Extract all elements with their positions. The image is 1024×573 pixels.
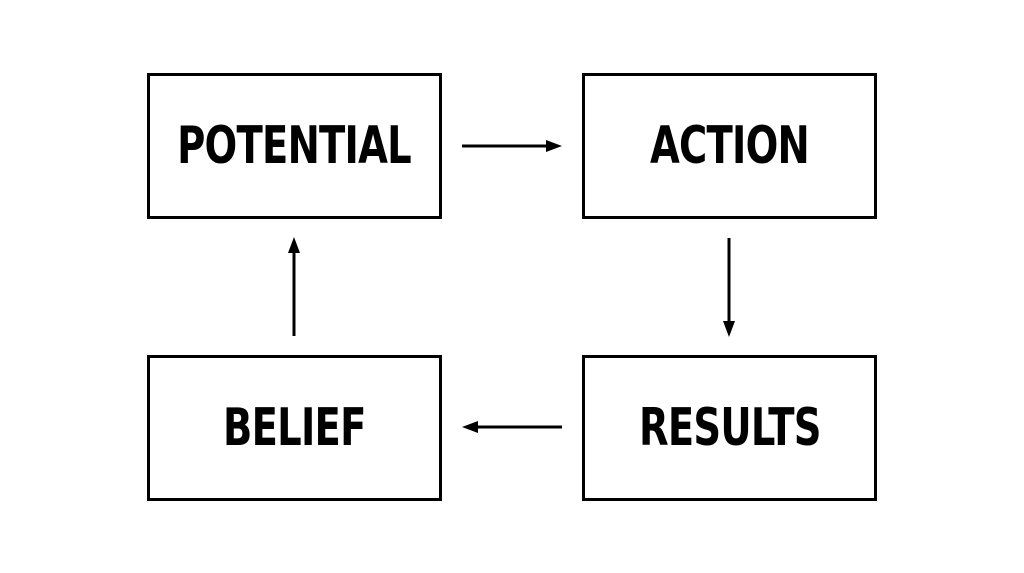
results-box: RESULTS	[582, 355, 877, 501]
belief-box: BELIEF	[147, 355, 442, 501]
belief-label: BELIEF	[223, 398, 366, 458]
arrow-action-to-results	[723, 238, 735, 337]
potential-label: POTENTIAL	[177, 116, 413, 176]
results-label: RESULTS	[638, 398, 822, 458]
potential-box: POTENTIAL	[147, 73, 442, 219]
arrow-results-to-belief	[462, 421, 562, 433]
arrow-potential-to-action	[462, 140, 562, 152]
arrow-belief-to-potential	[288, 237, 300, 336]
action-label: ACTION	[649, 116, 810, 176]
action-box: ACTION	[582, 73, 877, 219]
